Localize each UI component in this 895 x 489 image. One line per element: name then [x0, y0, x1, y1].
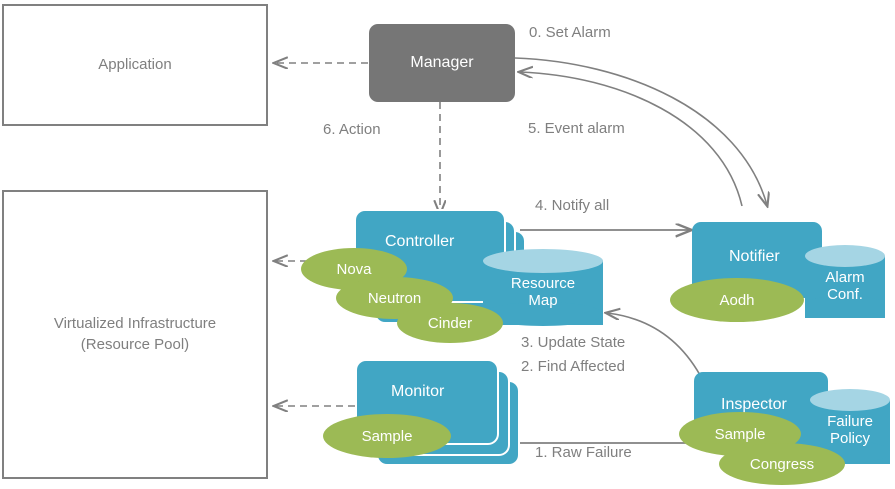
infrastructure-label-line2: (Resource Pool) — [80, 335, 190, 353]
infrastructure-label: Virtualized Infrastructure (Resource Poo… — [54, 314, 216, 355]
pill-neutron-label: Neutron — [367, 289, 422, 307]
arrow-event-alarm — [520, 72, 743, 207]
cylinder-top — [805, 245, 885, 267]
alarm-conf-line2: Conf. — [827, 286, 863, 304]
pill-sample-inspector-label: Sample — [714, 425, 766, 443]
cylinder-bottom — [805, 295, 885, 317]
infrastructure-box: Virtualized Infrastructure (Resource Poo… — [2, 190, 268, 479]
infrastructure-label-line1: Virtualized Infrastructure — [53, 315, 217, 333]
failure-policy-line2: Policy — [829, 430, 870, 448]
failure-policy-label: Failure Policy — [810, 413, 890, 448]
cylinder-top — [483, 249, 603, 273]
pill-aodh-label: Aodh — [719, 291, 755, 309]
step-label-2: 2. Find Affected — [521, 358, 625, 375]
application-label: Application — [98, 55, 172, 73]
pill-congress-label: Congress — [749, 455, 815, 473]
resource-map-label: Resource Map — [483, 275, 603, 310]
resource-map-line1: Resource — [510, 275, 576, 292]
cylinder-bottom — [483, 302, 603, 326]
step-label-0: 0. Set Alarm — [529, 24, 611, 41]
alarm-conf-label: Alarm Conf. — [805, 269, 885, 304]
pill-sample-monitor[interactable]: Sample — [323, 414, 451, 458]
pill-congress[interactable]: Congress — [719, 443, 845, 485]
notifier-label: Notifier — [729, 248, 780, 265]
resource-map-line2: Map — [528, 292, 558, 310]
step-label-3: 3. Update State — [521, 334, 626, 351]
manager-node[interactable]: Manager — [369, 24, 515, 102]
step-label-1: 1. Raw Failure — [535, 444, 632, 461]
pill-cinder[interactable]: Cinder — [397, 303, 503, 343]
inspector-label: Inspector — [721, 396, 787, 413]
pill-cinder-label: Cinder — [427, 314, 473, 332]
step-label-5: 5. Event alarm — [528, 120, 625, 137]
alarm-conf-line1: Alarm — [825, 269, 865, 286]
pill-nova-label: Nova — [336, 260, 372, 278]
step-label-4: 4. Notify all — [535, 197, 610, 214]
pill-sample-monitor-label: Sample — [361, 427, 413, 445]
cylinder-top — [810, 389, 890, 411]
application-box: Application — [2, 4, 268, 126]
manager-label: Manager — [410, 54, 474, 71]
resource-map-cylinder: Resource Map — [483, 249, 603, 337]
step-label-6: 6. Action — [323, 121, 381, 138]
controller-label: Controller — [385, 233, 455, 250]
failure-policy-line1: Failure — [827, 413, 873, 430]
alarm-conf-cylinder: Alarm Conf. — [805, 245, 885, 328]
monitor-label: Monitor — [391, 383, 445, 400]
pill-aodh[interactable]: Aodh — [670, 278, 804, 322]
